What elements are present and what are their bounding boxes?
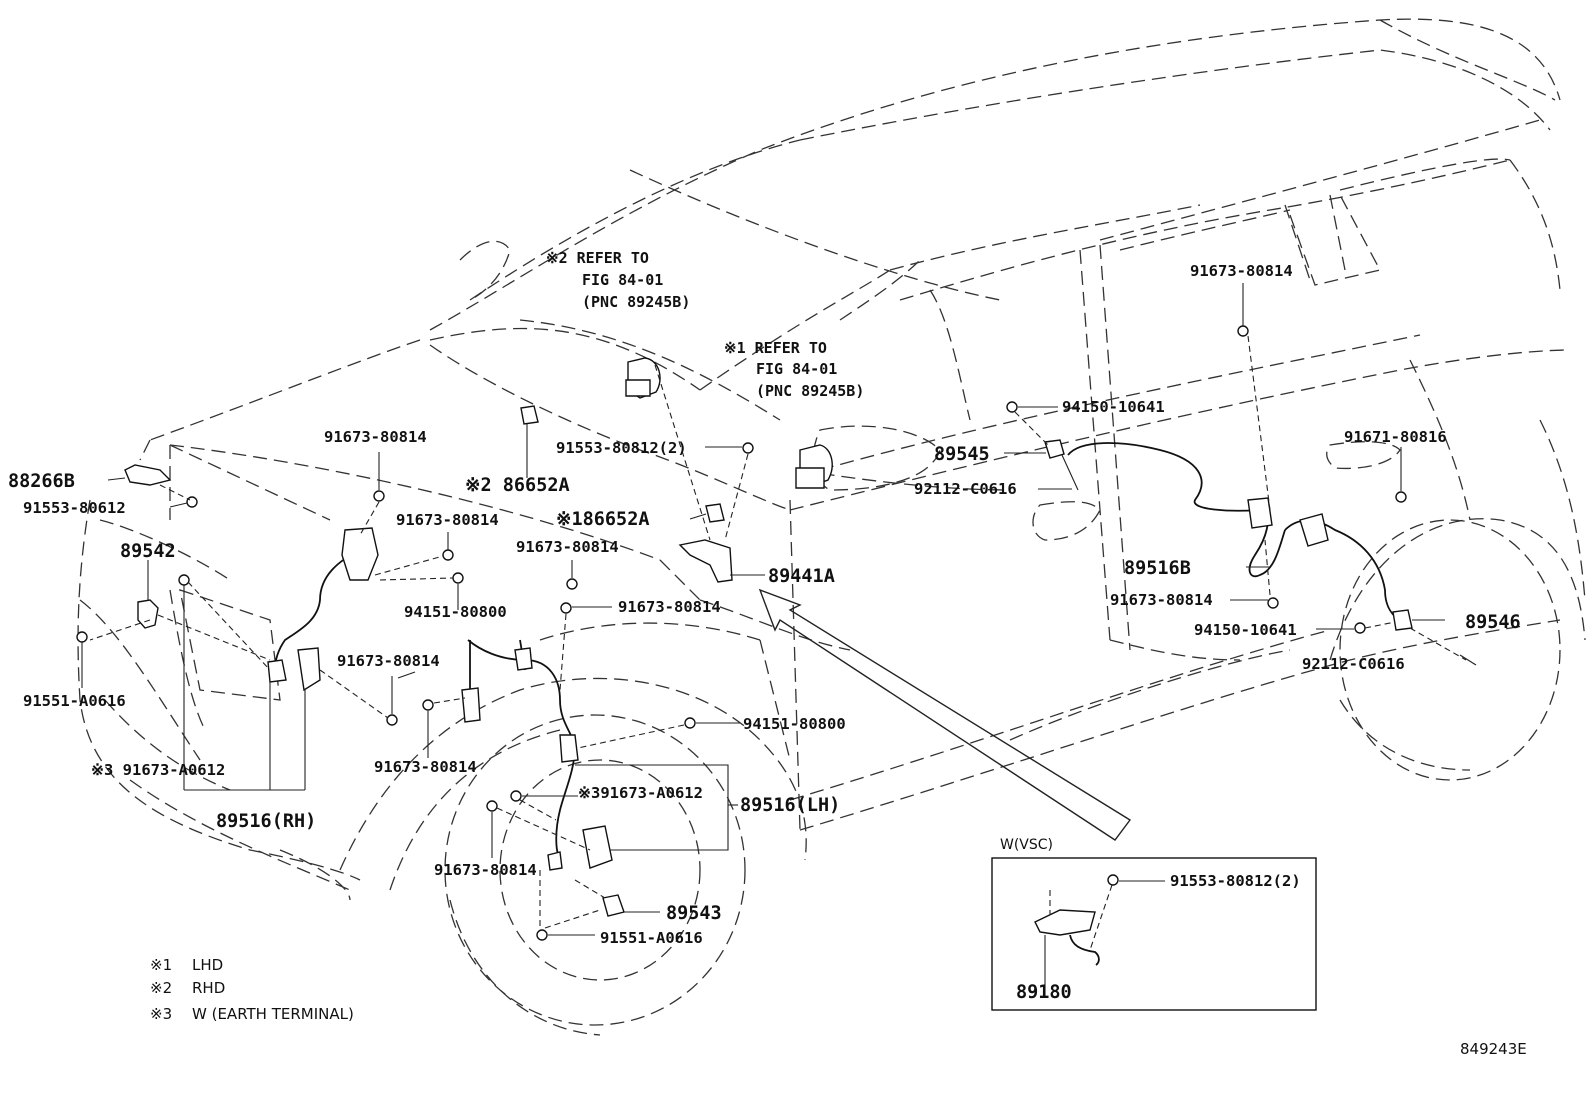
legend-mark-3: ※3 [150, 1005, 172, 1023]
part-86652A-lhd: ※186652A [556, 509, 649, 530]
refer-note-lhd-line3: (PNC 89245B) [756, 382, 864, 400]
part-91673-80814-d: 91673-80814 [374, 758, 477, 776]
refer-note-rhd-line3: (PNC 89245B) [582, 293, 690, 311]
legend-mark-1: ※1 [150, 956, 172, 974]
part-91673-A0612-lh: ※391673-A0612 [578, 784, 703, 802]
view-arrow [758, 588, 1132, 841]
part-89516-rh: 89516(RH) [216, 811, 316, 832]
part-88266B: 88266B [8, 471, 75, 492]
part-91673-80814-a: 91673-80814 [324, 428, 427, 446]
legend-text-2: RHD [192, 979, 225, 997]
part-92112-C0616-b: 92112-C0616 [1302, 655, 1405, 673]
part-91551-A0616-left: 91551-A0616 [23, 692, 126, 710]
part-91673-A0612-rh: ※3 91673-A0612 [91, 761, 225, 779]
legend-mark-2: ※2 [150, 979, 172, 997]
actuator-and-brackets [520, 357, 833, 583]
part-89516B: 89516B [1124, 558, 1191, 579]
front-rh-sensor-wiring [76, 452, 464, 791]
part-89546: 89546 [1465, 612, 1521, 633]
legend-text-3: W (EARTH TERMINAL) [192, 1005, 354, 1023]
part-94150-10641-a: 94150-10641 [1062, 398, 1165, 416]
refer-note-lhd-line1: ※1 REFER TO [724, 339, 827, 357]
part-92112-C0616-a: 92112-C0616 [914, 480, 1017, 498]
figure-id: 849243E [1460, 1040, 1527, 1058]
part-91553-80612: 91553-80612 [23, 499, 126, 517]
part-86652A-rhd: ※2 86652A [465, 475, 570, 496]
part-91673-80814-e: 91673-80814 [516, 538, 619, 556]
part-91671-80816: 91671-80816 [1344, 428, 1447, 446]
part-89441A: 89441A [768, 566, 835, 587]
part-91673-80814-top-right: 91673-80814 [1190, 262, 1293, 280]
vsc-inset-drawing [991, 857, 1317, 1011]
part-89516-lh: 89516(LH) [740, 795, 840, 816]
part-94151-80800-b: 94151-80800 [743, 715, 846, 733]
part-89545: 89545 [934, 444, 990, 465]
rear-sensor-wiring [1004, 283, 1477, 666]
part-89180: 89180 [1016, 982, 1072, 1003]
part-91553-80812-vsc: 91553-80812(2) [1170, 872, 1301, 890]
part-91673-80814-h: 91673-80814 [1110, 591, 1213, 609]
part-89543: 89543 [666, 903, 722, 924]
part-91673-80814-g: 91673-80814 [434, 861, 537, 879]
refer-note-lhd-line2: FIG 84-01 [756, 360, 837, 378]
part-91553-80812: 91553-80812(2) [556, 439, 687, 457]
vsc-inset-title: W(VSC) [1000, 837, 1053, 853]
part-91673-80814-c: 91673-80814 [337, 652, 440, 670]
part-91551-A0616-bottom: 91551-A0616 [600, 929, 703, 947]
refer-note-rhd-line1: ※2 REFER TO [546, 249, 649, 267]
refer-note-rhd-line2: FIG 84-01 [582, 271, 663, 289]
vehicle-body-outline [77, 18, 1586, 1036]
part-89542: 89542 [120, 541, 176, 562]
front-lh-sensor-wiring [422, 560, 740, 941]
part-91673-80814-b: 91673-80814 [396, 511, 499, 529]
part-94150-10641-b: 94150-10641 [1194, 621, 1297, 639]
part-91673-80814-f: 91673-80814 [618, 598, 721, 616]
legend-text-1: LHD [192, 956, 223, 974]
part-94151-80800-a: 94151-80800 [404, 603, 507, 621]
